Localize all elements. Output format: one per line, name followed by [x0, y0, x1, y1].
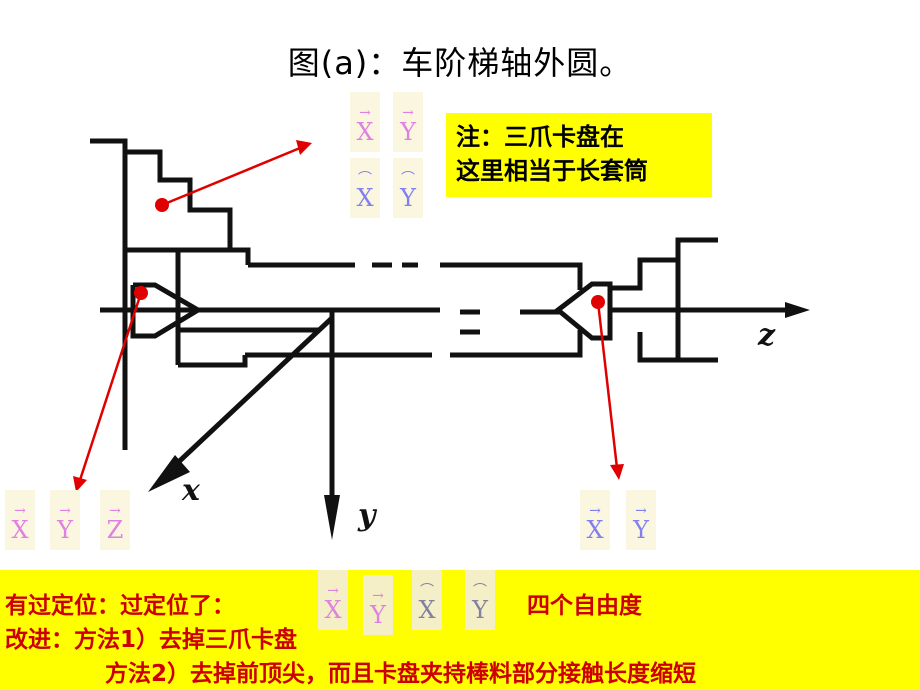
vec-bottom-move-y: →Y [363, 575, 393, 635]
front-center [130, 282, 203, 339]
conclusion-line-1-suffix: 四个自由度 [527, 593, 642, 619]
workpiece-bottom-right [450, 330, 583, 358]
axis-label-x: x [181, 473, 201, 508]
vec-left-x: →X [5, 490, 35, 550]
conclusion-panel: 有过定位：过定位了： →X →Y ⌒X ⌒Y 四个自由度 改进：方法1）去掉三爪… [0, 570, 920, 690]
axis-label-y: y [357, 498, 378, 533]
vec-right-y: →Y [626, 490, 656, 550]
note-line-2: 这里相当于长套筒 [456, 157, 648, 185]
vec-top-rot-y: ⌒Y [393, 158, 423, 218]
conclusion-line-3: 方法2）去掉前顶尖，而且卡盘夹持棒料部分接触长度缩短 [105, 661, 697, 687]
figure-title: 图(a)：车阶梯轴外圆。 [287, 44, 633, 82]
y-axis-arrowhead [324, 495, 340, 540]
vec-top-rot-x: ⌒X [350, 158, 380, 218]
arrowhead-front-center-down [73, 476, 87, 492]
z-axis-arrowhead [785, 302, 810, 318]
arrowhead-tailstock-down [610, 464, 624, 480]
vec-bottom-rot-x: ⌒X [412, 570, 442, 630]
vec-bottom-move-x: →X [318, 570, 348, 630]
vec-left-z: →Z [100, 490, 130, 550]
x-axis-arrowhead [148, 455, 190, 492]
arrow-jaw-to-note [161, 146, 301, 207]
axis-label-z: z [757, 318, 776, 353]
arrow-front-center-down [78, 292, 143, 481]
vec-bottom-rot-y: ⌒Y [465, 570, 495, 630]
vec-top-move-x: →X [350, 92, 380, 152]
workpiece-top-right [440, 262, 583, 290]
conclusion-line-2: 改进：方法1）去掉三爪卡盘 [5, 627, 298, 653]
conclusion-line-1-prefix: 有过定位：过定位了： [5, 593, 235, 619]
note-box: 注：三爪卡盘在 这里相当于长套筒 [446, 113, 712, 197]
arrowhead-jaw-to-note [296, 140, 312, 155]
x-axis [168, 316, 334, 472]
chuck-bottom [178, 355, 248, 368]
jaw-point [155, 198, 169, 212]
tailstock-point [591, 295, 605, 309]
vec-right-x: →X [580, 490, 610, 550]
tailstock-body [610, 237, 718, 363]
front-center-point [134, 286, 148, 300]
arrow-tailstock-down [596, 301, 619, 469]
note-line-1: 注：三爪卡盘在 [456, 123, 624, 151]
vec-top-move-y: →Y [393, 92, 423, 152]
vec-left-y: →Y [50, 490, 80, 550]
